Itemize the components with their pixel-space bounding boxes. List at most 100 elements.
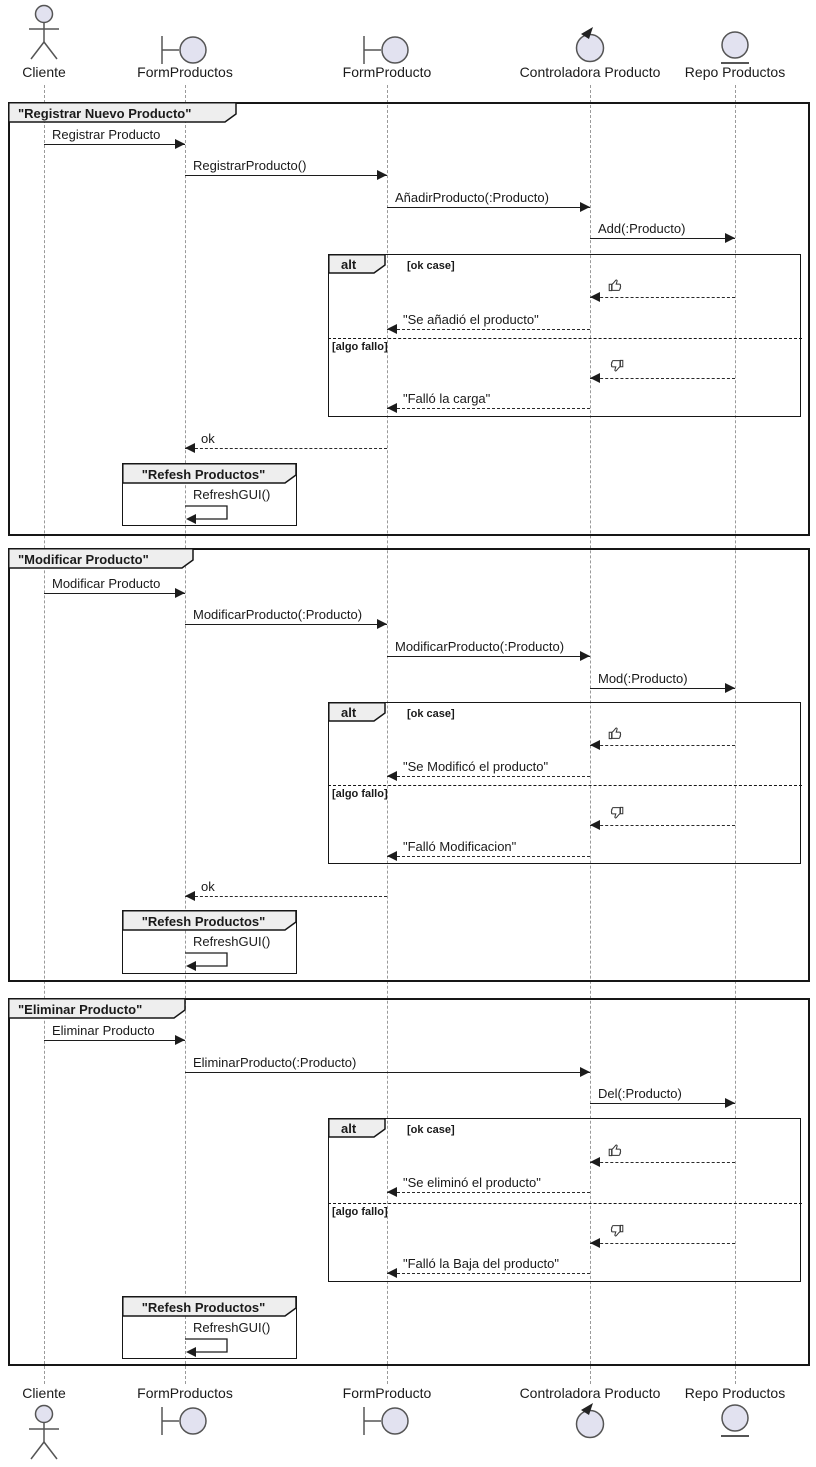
message-line [387, 856, 590, 857]
message-label: ModificarProducto(:Producto) [395, 639, 565, 654]
message-label: RegistrarProducto() [193, 158, 307, 173]
message-line [44, 593, 185, 594]
alt-fragment [328, 1118, 801, 1282]
alt-guard-fail: [algo fallo] [332, 788, 388, 800]
thumbs-up-icon [608, 1142, 624, 1163]
frame-tab [8, 998, 186, 1024]
entity-icon [717, 1401, 753, 1446]
alt-guard-ok: [ok case] [407, 1124, 455, 1136]
message-label: Mod(:Producto) [598, 671, 688, 686]
participant-label: FormProductos [137, 64, 233, 80]
message-arrowhead [590, 1238, 600, 1248]
message-arrowhead [185, 891, 195, 901]
message-arrowhead [175, 1035, 185, 1045]
message-label: ok [201, 431, 215, 446]
message-line [590, 825, 735, 826]
boundary-icon [158, 1404, 208, 1443]
participant-label: Cliente [22, 1385, 66, 1401]
message-arrowhead [725, 233, 735, 243]
alt-operator: alt [341, 1121, 357, 1136]
message-arrowhead [175, 588, 185, 598]
message-arrowhead [387, 403, 397, 413]
message-arrowhead [725, 683, 735, 693]
message-arrowhead [590, 1157, 600, 1167]
entity-icon [717, 28, 753, 73]
frame [8, 548, 810, 982]
message-arrowhead [580, 202, 590, 212]
message-arrowhead [175, 139, 185, 149]
message-label: "Se eliminó el producto" [403, 1175, 541, 1190]
frame-title: "Modificar Producto" [18, 552, 149, 567]
participant-label: FormProductos [137, 1385, 233, 1401]
message-label: Add(:Producto) [598, 221, 686, 236]
message-line [590, 1162, 735, 1163]
alt-fragment [328, 702, 801, 864]
alt-guard-fail: [algo fallo] [332, 1206, 388, 1218]
lifeline-repoproductos [735, 85, 736, 1384]
ref-frame-tab [122, 1296, 297, 1322]
boundary-icon [360, 1404, 410, 1443]
participant-label: FormProducto [342, 1385, 432, 1401]
message-line [590, 1103, 735, 1104]
alt-divider [328, 338, 802, 339]
ref-frame-tab [122, 910, 297, 936]
message-arrowhead [580, 651, 590, 661]
alt-tab [328, 1118, 386, 1143]
participant-label: Repo Productos [684, 64, 786, 80]
ref-frame-tab [122, 463, 297, 489]
participant-label: Repo Productos [684, 1385, 786, 1401]
message-line [387, 207, 590, 208]
thumbs-up-icon [608, 277, 624, 298]
alt-tab [328, 254, 386, 279]
alt-operator: alt [341, 705, 357, 720]
message-line [185, 896, 387, 897]
boundary-icon [360, 33, 410, 72]
lifeline-controladora [590, 85, 591, 1384]
message-line [590, 1243, 735, 1244]
alt-guard-ok: [ok case] [407, 708, 455, 720]
message-line [590, 378, 735, 379]
participant-label: FormProducto [342, 64, 432, 80]
message-arrowhead [590, 740, 600, 750]
message-arrowhead [387, 771, 397, 781]
message-line [387, 408, 590, 409]
ref-frame-title: "Refesh Productos" [141, 467, 266, 482]
message-arrowhead [590, 820, 600, 830]
message-arrowhead [387, 1268, 397, 1278]
message-label: Del(:Producto) [598, 1086, 682, 1101]
participant-label: Controladora Producto [519, 64, 661, 80]
frame-title: "Registrar Nuevo Producto" [18, 106, 192, 121]
message-label: Registrar Producto [52, 127, 161, 142]
self-message-label: RefreshGUI() [193, 487, 271, 502]
message-arrowhead [580, 1067, 590, 1077]
message-label: EliminarProducto(:Producto) [193, 1055, 357, 1070]
message-line [387, 329, 590, 330]
message-arrowhead [590, 373, 600, 383]
message-line [590, 688, 735, 689]
frame [8, 102, 810, 536]
message-line [387, 776, 590, 777]
participant-label: Cliente [22, 64, 66, 80]
message-arrowhead [377, 170, 387, 180]
message-label: Eliminar Producto [52, 1023, 155, 1038]
actor-icon [14, 2, 74, 69]
self-message-arrow [185, 951, 235, 982]
message-label: AñadirProducto(:Producto) [395, 190, 549, 205]
alt-operator: alt [341, 257, 357, 272]
alt-fragment [328, 254, 801, 417]
self-message-arrow [185, 504, 235, 535]
message-label: ok [201, 879, 215, 894]
message-line [185, 175, 387, 176]
message-line [44, 144, 185, 145]
message-label: Modificar Producto [52, 576, 161, 591]
message-line [590, 297, 735, 298]
message-arrowhead [377, 619, 387, 629]
ref-frame-title: "Refesh Productos" [141, 914, 266, 929]
alt-guard-fail: [algo fallo] [332, 341, 388, 353]
message-arrowhead [185, 443, 195, 453]
message-line [590, 745, 735, 746]
lifeline-formproducto [387, 85, 388, 1384]
control-icon [572, 1401, 608, 1444]
frame-tab [8, 102, 237, 128]
